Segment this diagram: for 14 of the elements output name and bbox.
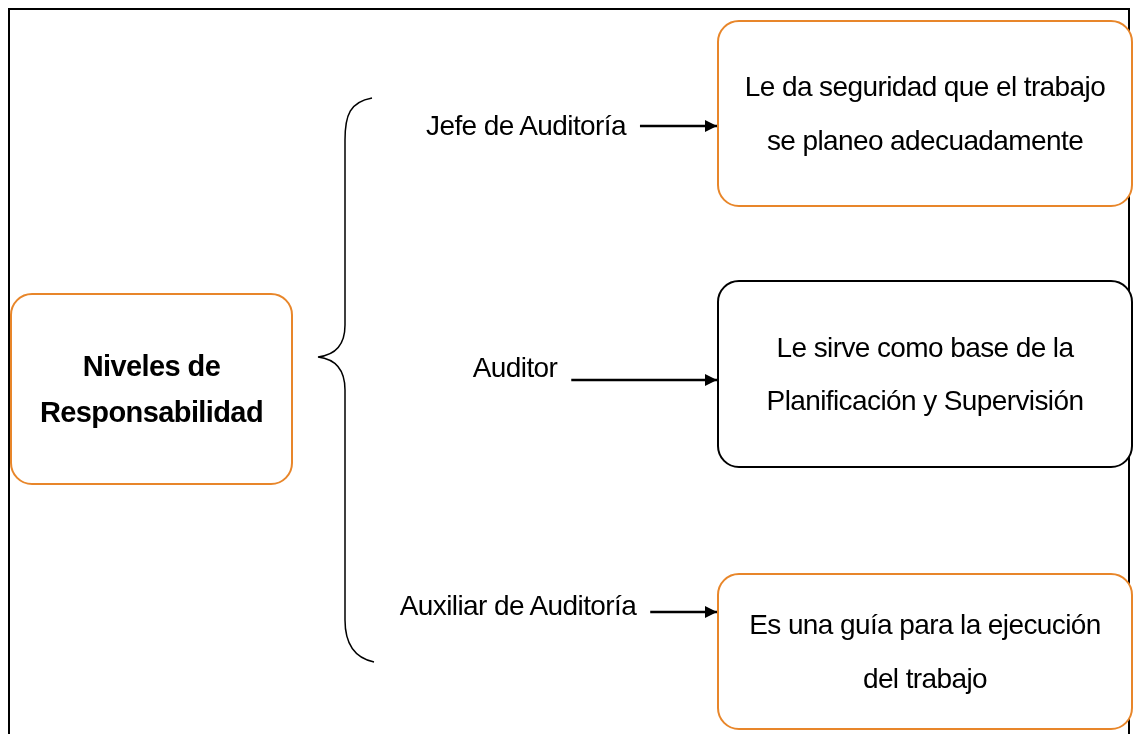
role-label: Jefe de Auditoría	[426, 109, 626, 144]
description-box	[717, 280, 1133, 468]
description-box	[717, 20, 1133, 207]
box-text: Le da seguridad que el trabajo se planeo adecuadamente	[743, 70, 1107, 158]
box-text: Le sirve como base de la Planificación y Supervisión	[765, 330, 1085, 418]
arrow	[639, 119, 717, 133]
role-label: Auditor	[472, 351, 558, 386]
box-text: Niveles de Responsabilidad	[38, 348, 264, 430]
arrow	[571, 373, 717, 387]
arrow	[650, 605, 717, 619]
title-box	[10, 293, 293, 485]
role-label: Auxiliar de Auditoría	[399, 589, 637, 624]
box-text: Es una guía para la ejecución del trabajo	[748, 608, 1102, 696]
description-box	[717, 573, 1133, 730]
